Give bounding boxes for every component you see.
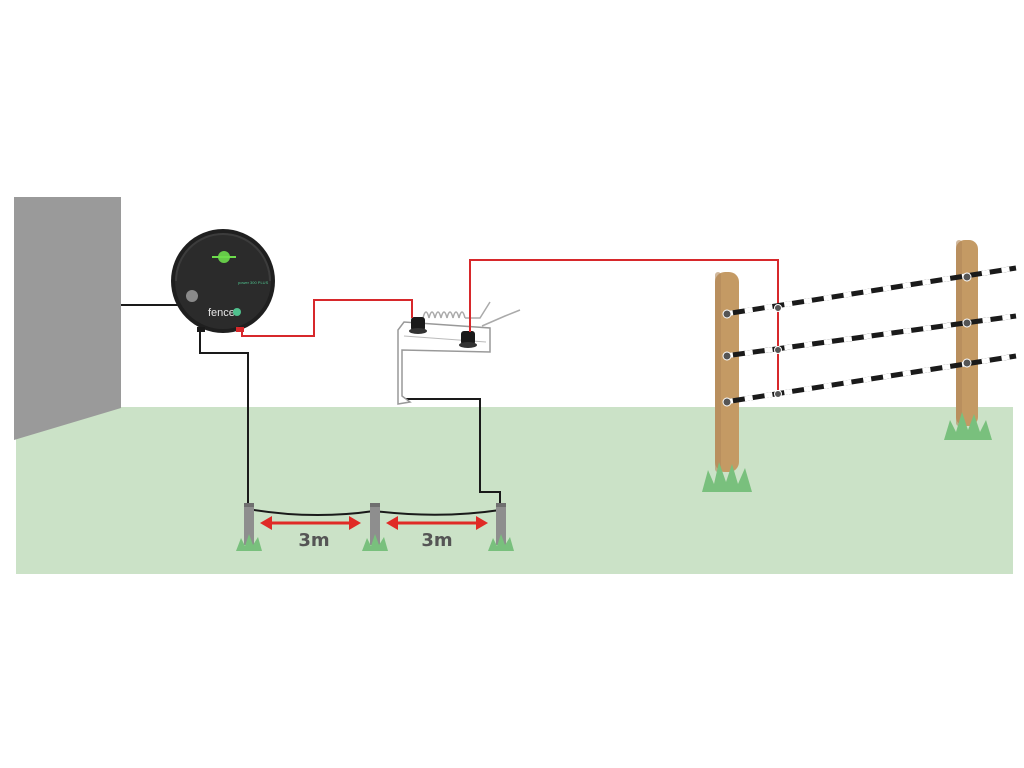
earth-stake-2 <box>362 503 388 551</box>
earth-stake-3 <box>488 503 514 551</box>
spacing-arrow-2 <box>386 516 488 530</box>
ground-area <box>16 407 1013 574</box>
brand-logo-text: fence <box>208 307 235 319</box>
spacing-label-2: 3m <box>421 530 452 551</box>
post-insulators <box>722 272 972 407</box>
live-wiring <box>241 259 779 390</box>
spacing-arrow-1 <box>260 516 361 530</box>
brand-logo-mark <box>233 308 241 316</box>
earth-stake-1 <box>236 503 262 551</box>
fence-post-back <box>944 240 992 440</box>
spacing-label-1: 3m <box>298 530 329 551</box>
building-wall <box>14 197 121 440</box>
model-text: power 300 PLUS <box>238 280 269 285</box>
fence-energiser: power 300 PLUS fence <box>171 229 275 333</box>
control-button <box>186 290 198 302</box>
lightning-diverter <box>397 301 521 405</box>
fence-post-front <box>702 272 752 492</box>
